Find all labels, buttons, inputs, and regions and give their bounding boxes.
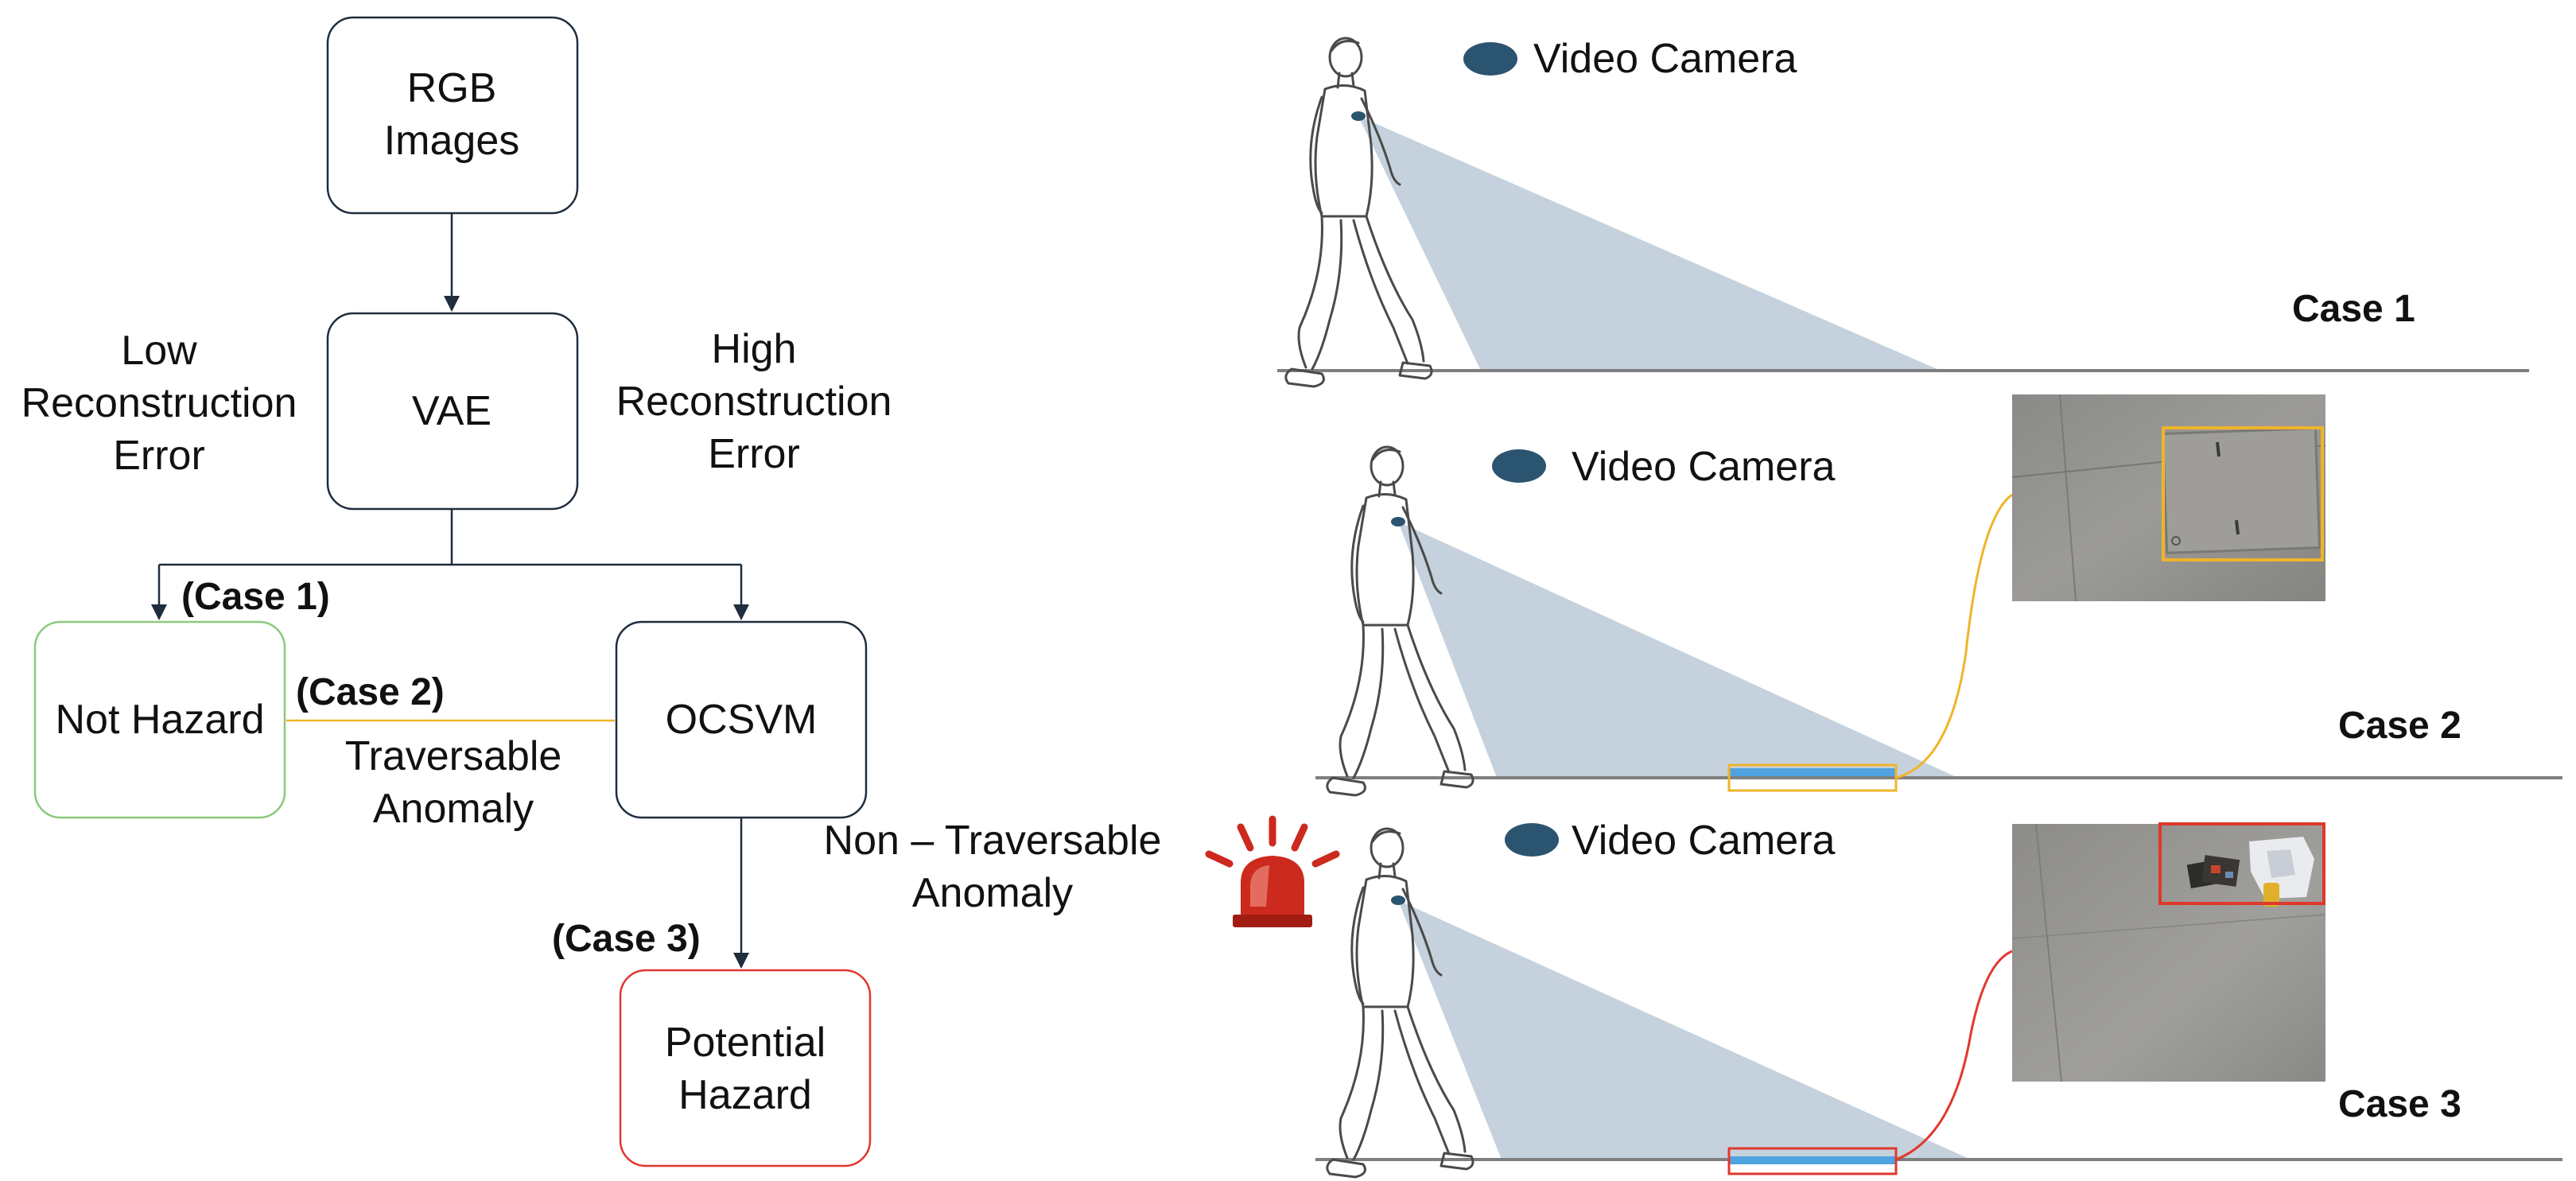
scene-case-3: Video Camera Case 3 xyxy=(1205,815,2562,1179)
label-case-2: (Case 2) xyxy=(296,671,445,713)
hazard-highlight-box xyxy=(1727,1147,1898,1175)
callout-connector xyxy=(1895,493,2013,779)
node-rgb-images-line1: RGB xyxy=(407,65,497,111)
camera-legend-icon xyxy=(1492,449,1546,483)
floor-strip xyxy=(1729,1156,1896,1164)
node-rgb-images: RGB Images xyxy=(326,16,579,215)
label-case-1: (Case 1) xyxy=(181,576,330,618)
high-error-line2: Reconstruction xyxy=(616,379,892,425)
node-not-hazard-label: Not Hazard xyxy=(56,697,265,743)
label-low-reconstruction-error: Low Reconstruction Error xyxy=(21,328,297,479)
floor-strip xyxy=(1729,768,1896,776)
node-potential-hazard-line2: Hazard xyxy=(678,1072,812,1118)
case-label: Case 3 xyxy=(2338,1083,2461,1125)
camera-cone xyxy=(1398,900,1971,1160)
camera-legend-icon xyxy=(1505,823,1559,857)
camera-cone xyxy=(1358,116,1941,371)
node-ocsvm: OCSVM xyxy=(615,620,868,819)
low-error-line2: Reconstruction xyxy=(21,380,297,426)
node-ocsvm-label: OCSVM xyxy=(666,697,818,743)
node-not-hazard: Not Hazard xyxy=(33,620,286,819)
scene-case-2: Video Camera Case 2 xyxy=(1315,394,2562,797)
camera-cone xyxy=(1398,522,1958,778)
non-traversable-line2: Anomaly xyxy=(912,870,1073,916)
camera-icon xyxy=(1391,517,1405,526)
case-label: Case 2 xyxy=(2338,705,2461,747)
label-non-traversable-anomaly: Non – Traversable Anomaly xyxy=(824,818,1162,916)
node-vae: VAE xyxy=(326,312,579,511)
non-traversable-line1: Non – Traversable xyxy=(824,818,1162,864)
camera-icon xyxy=(1391,895,1405,905)
low-error-line1: Low xyxy=(121,328,197,374)
camera-legend-icon xyxy=(1463,42,1517,76)
case-label: Case 1 xyxy=(2292,288,2415,330)
label-high-reconstruction-error: High Reconstruction Error xyxy=(616,326,892,477)
high-error-line3: Error xyxy=(708,431,800,477)
camera-icon xyxy=(1351,111,1366,121)
camera-legend-label: Video Camera xyxy=(1572,818,1836,864)
scene-case-1: Video Camera Case 1 xyxy=(1277,36,2529,388)
detection-box xyxy=(2162,426,2324,561)
camera-frame-photo xyxy=(2011,394,2326,602)
traversable-line1: Traversable xyxy=(345,733,562,779)
low-error-line3: Error xyxy=(113,433,205,479)
siren-icon xyxy=(1205,815,1340,927)
traversable-line2: Anomaly xyxy=(373,786,534,832)
node-potential-hazard: Potential Hazard xyxy=(619,969,872,1167)
flowchart: RGB Images VAE Not Hazard OCSVM Potentia… xyxy=(21,16,1162,1167)
node-potential-hazard-line1: Potential xyxy=(665,1020,826,1066)
label-traversable-anomaly: Traversable Anomaly xyxy=(345,733,562,832)
camera-legend-label: Video Camera xyxy=(1533,36,1797,82)
node-rgb-images-line2: Images xyxy=(384,118,520,164)
high-error-line1: High xyxy=(712,326,797,372)
detection-box xyxy=(2158,822,2325,905)
camera-legend-label: Video Camera xyxy=(1572,444,1836,490)
label-case-3: (Case 3) xyxy=(552,918,701,960)
camera-frame-photo xyxy=(2011,823,2326,1082)
callout-connector xyxy=(1895,950,2013,1161)
node-vae-label: VAE xyxy=(412,388,491,434)
